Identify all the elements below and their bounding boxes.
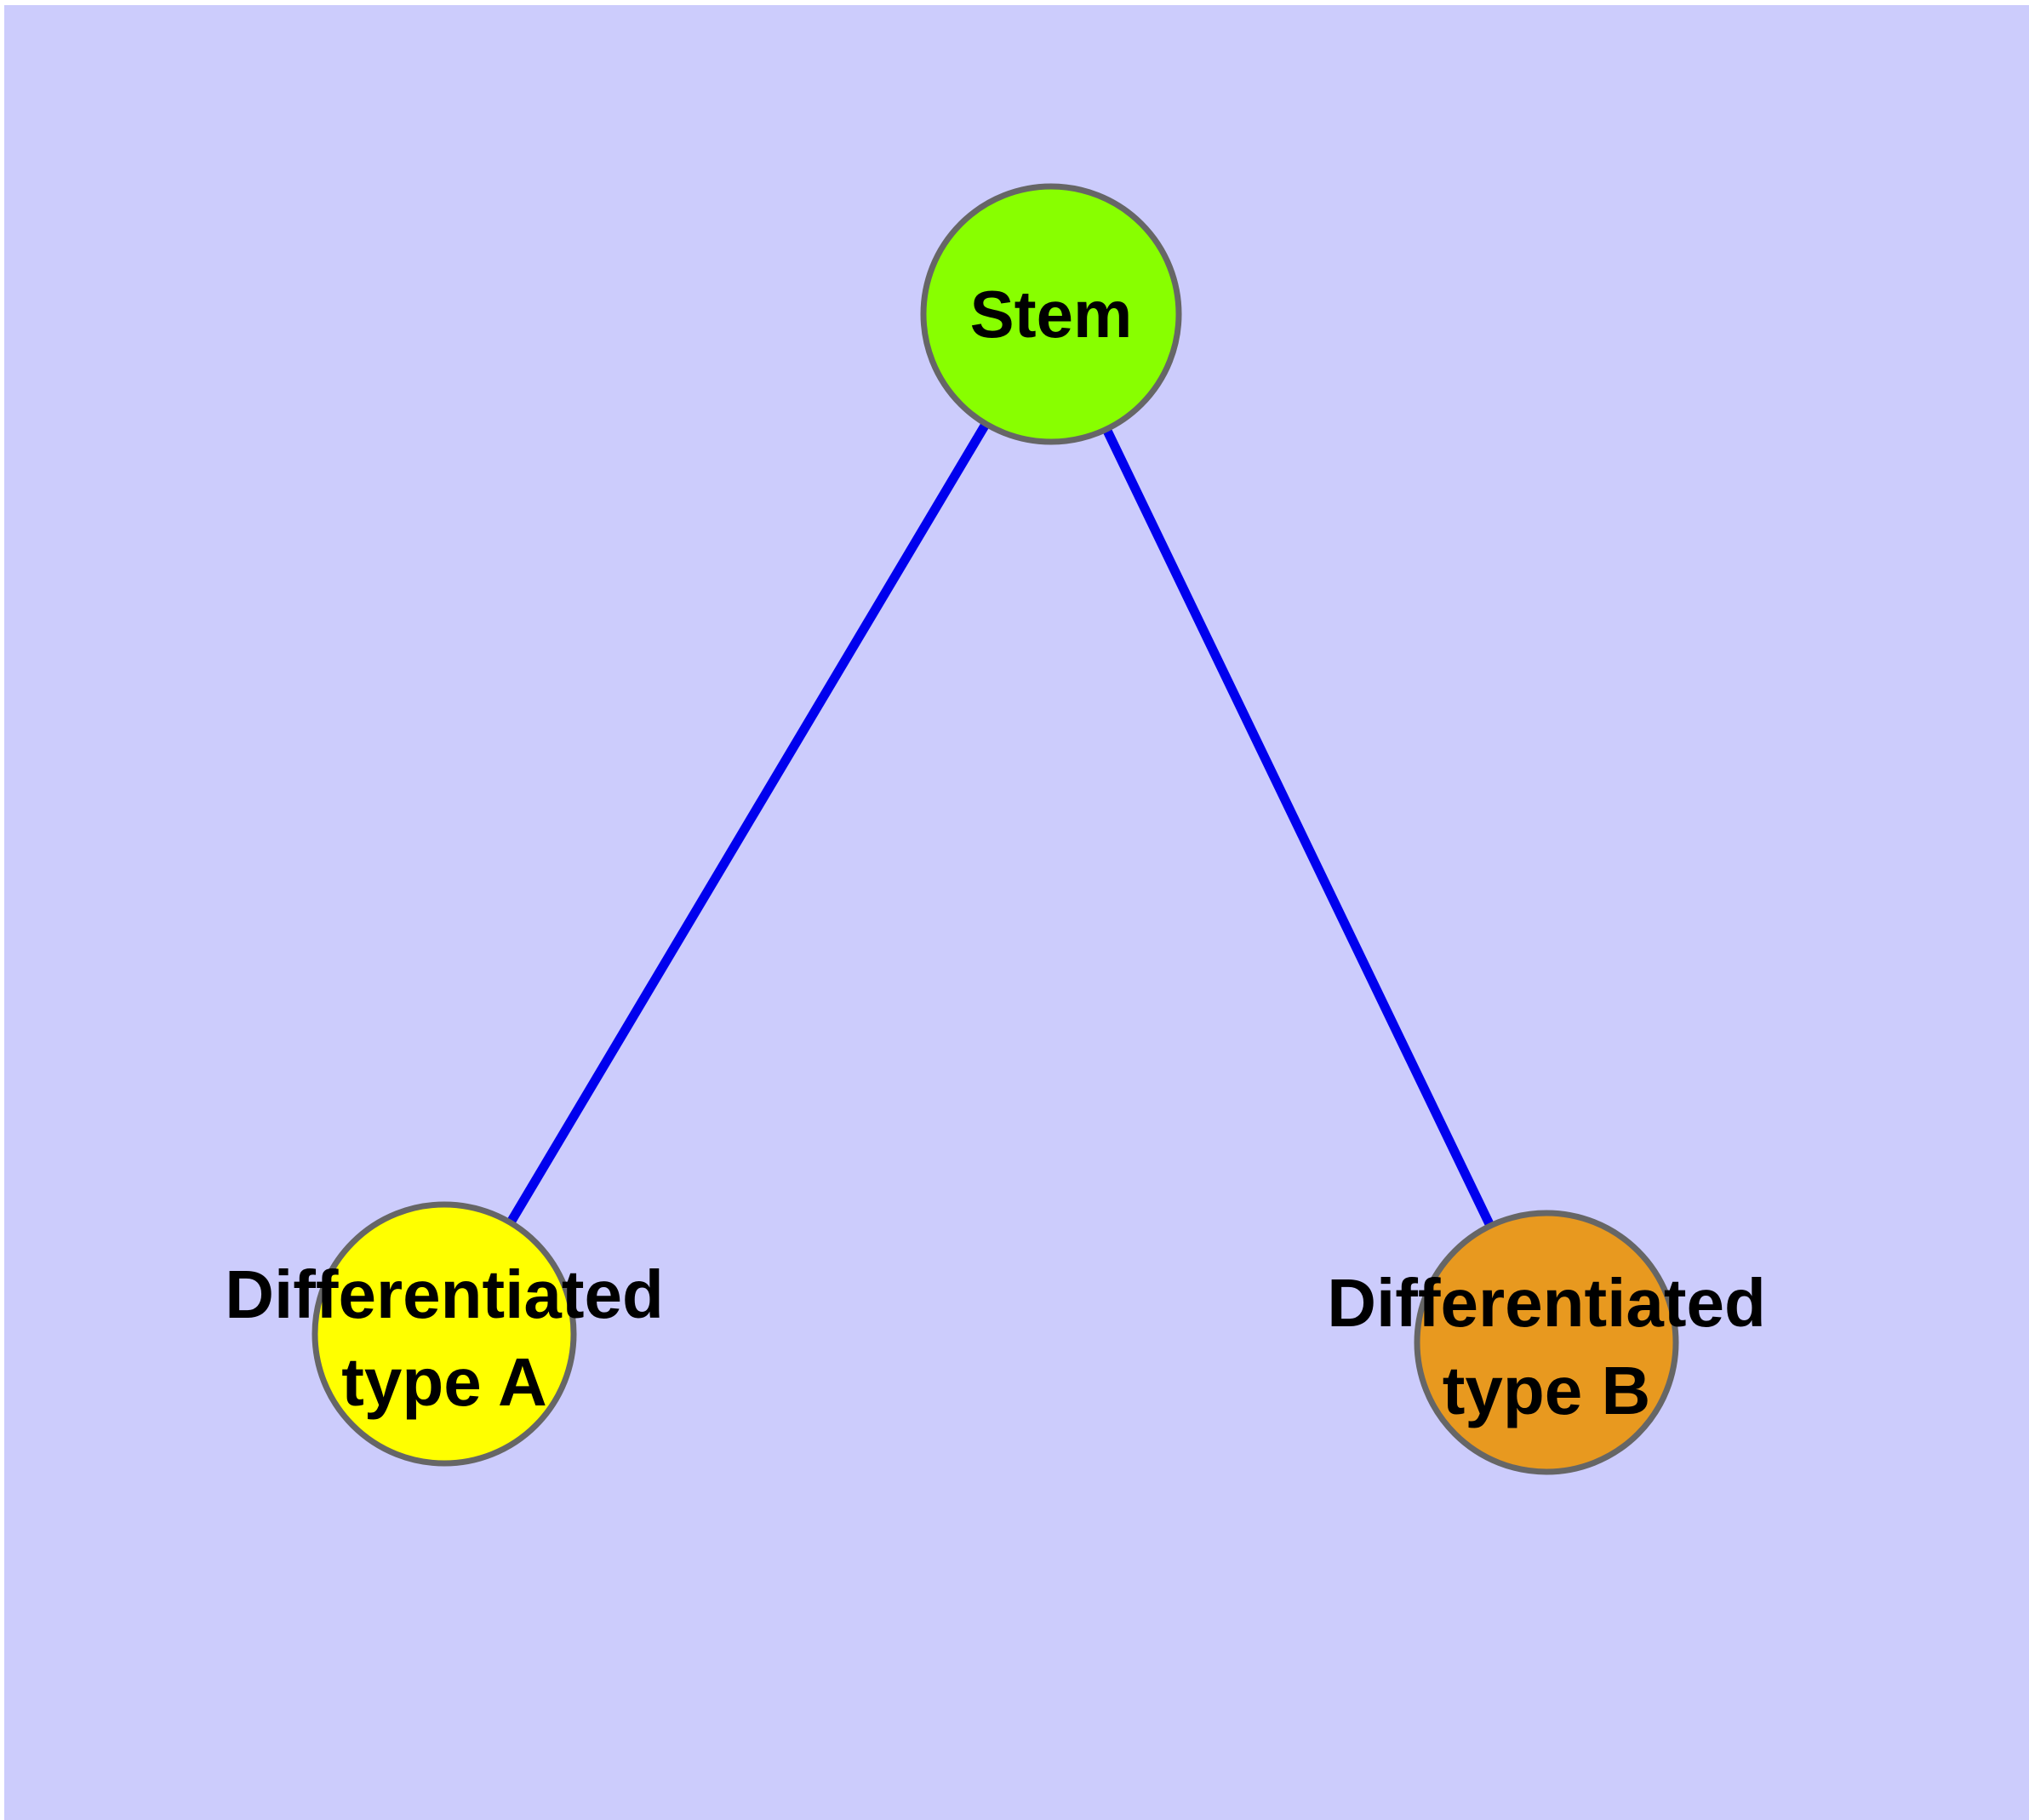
nodes-layer: Stem Differentiated type A Differentiate… — [225, 183, 1766, 1475]
node-type-a-circle[interactable] — [311, 1201, 577, 1467]
diagram-plot-area: Stem Differentiated type A Differentiate… — [4, 5, 2029, 1820]
node-type-a-label-line2: type A — [341, 1344, 547, 1420]
node-stem-label: Stem — [970, 277, 1133, 352]
node-type-b-circle[interactable] — [1414, 1210, 1679, 1475]
node-type-b-label-line2: type B — [1443, 1353, 1651, 1428]
node-type-b[interactable]: Differentiated type B — [1327, 1210, 1766, 1475]
node-type-a-label-line1: Differentiated — [225, 1256, 664, 1332]
node-type-a[interactable]: Differentiated type A — [225, 1201, 664, 1467]
edge-stem-to-type-a[interactable] — [440, 312, 1055, 1336]
edge-stem-to-type-b[interactable] — [1047, 312, 1551, 1345]
graph-svg: Stem Differentiated type A Differentiate… — [225, 183, 1766, 1475]
node-type-b-label-line1: Differentiated — [1327, 1265, 1766, 1341]
edges-layer — [440, 312, 1551, 1345]
node-stem[interactable]: Stem — [920, 183, 1182, 445]
node-stem-circle[interactable] — [920, 183, 1182, 445]
